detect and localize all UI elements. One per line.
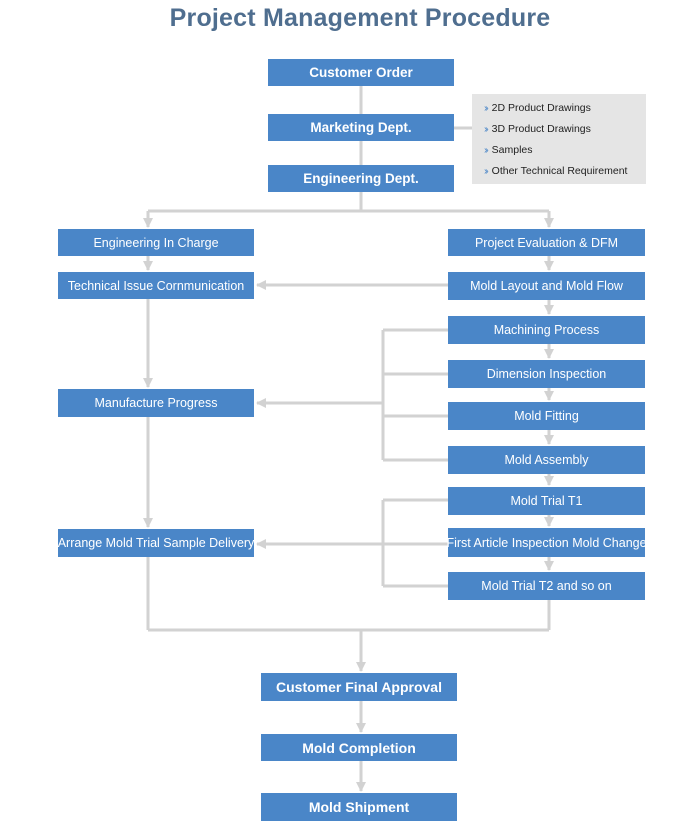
mold-assembly-box: Mold Assembly: [448, 446, 645, 474]
mold-completion-box: Mold Completion: [261, 734, 457, 761]
mold-layout-box: Mold Layout and Mold Flow: [448, 272, 645, 300]
dimension-inspection-box: Dimension Inspection: [448, 360, 645, 388]
page-title: Project Management Procedure: [169, 4, 551, 32]
mold-fitting-box: Mold Fitting: [448, 402, 645, 430]
mold-trial-t1-box: Mold Trial T1: [448, 487, 645, 515]
arrange-delivery-box: Arrange Mold Trial Sample Delivery: [58, 529, 254, 557]
double-chevron-icon: ››: [484, 165, 488, 177]
requirement-item: ›› 3D Product Drawings: [484, 123, 591, 135]
requirements-panel: ›› 2D Product Drawings ›› 3D Product Dra…: [472, 94, 646, 184]
project-evaluation-box: Project Evaluation & DFM: [448, 229, 645, 256]
customer-final-approval-box: Customer Final Approval: [261, 673, 457, 701]
technical-issue-box: Technical Issue Cornmunication: [58, 272, 254, 299]
customer-order-box: Customer Order: [268, 59, 454, 86]
mold-shipment-box: Mold Shipment: [261, 793, 457, 821]
requirement-item: ›› 2D Product Drawings: [484, 102, 591, 114]
first-article-inspection-box: First Article Inspection Mold Change: [446, 528, 647, 557]
double-chevron-icon: ››: [484, 123, 488, 135]
engineering-in-charge-box: Engineering In Charge: [58, 229, 254, 256]
engineering-dept-box: Engineering Dept.: [268, 165, 454, 192]
machining-process-box: Machining Process: [448, 316, 645, 344]
requirement-item: ›› Other Technical Requirement: [484, 165, 628, 177]
mold-trial-t2-box: Mold Trial T2 and so on: [448, 572, 645, 600]
double-chevron-icon: ››: [484, 144, 488, 156]
marketing-dept-box: Marketing Dept.: [268, 114, 454, 141]
manufacture-progress-box: Manufacture Progress: [58, 389, 254, 417]
double-chevron-icon: ››: [484, 102, 488, 114]
requirement-item: ›› Samples: [484, 144, 533, 156]
